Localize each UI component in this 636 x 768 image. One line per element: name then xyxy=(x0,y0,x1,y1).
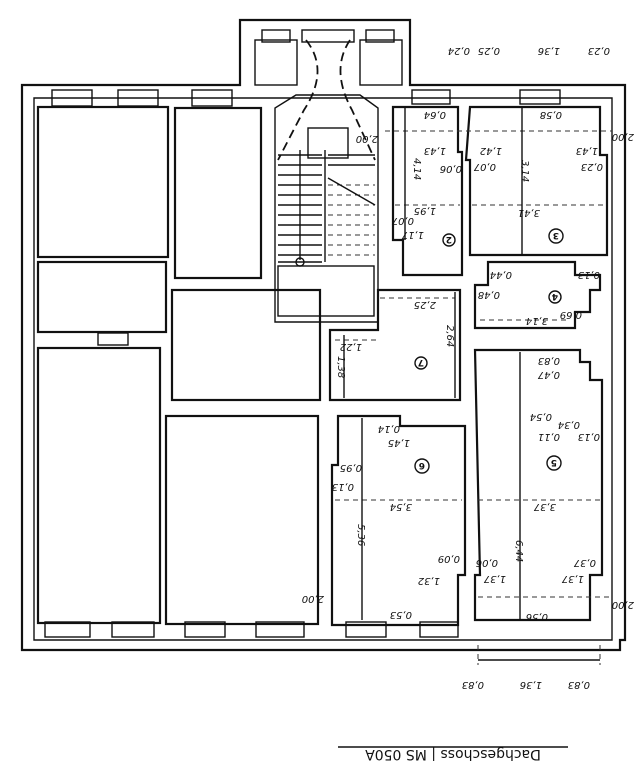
dim-label: 2,00 xyxy=(612,599,634,610)
room-5-outline xyxy=(473,348,604,622)
room-3-dims: 0,58 1,42 0,07 3,14 1,43 0,23 3,41 3 xyxy=(473,109,603,244)
dim-label: 0,44 xyxy=(490,269,512,280)
caption-block: Dachgeschoss | MS 050A xyxy=(338,746,568,762)
dim-label: 0,13 xyxy=(332,481,354,492)
dim-label: 6,44 xyxy=(513,540,524,562)
room-7-dims: 2,25 2,64 1,22 1,38 7 xyxy=(335,299,455,378)
dim-label: 0,56 xyxy=(526,611,548,622)
dim-label: 2,00 xyxy=(612,131,634,142)
dim-label: 0,95 xyxy=(340,462,362,473)
room-number: 3 xyxy=(553,230,559,240)
plan-caption: Dachgeschoss | MS 050A xyxy=(365,746,541,762)
dim-label: 3,14 xyxy=(526,315,548,326)
dim-label: 0,83 xyxy=(462,679,484,690)
dim-label: 3,41 xyxy=(518,207,540,218)
dim-label: 1,42 xyxy=(480,145,502,156)
room-2-outline xyxy=(391,105,464,277)
dim-label: 1,22 xyxy=(340,341,362,352)
measure-lines xyxy=(335,108,612,620)
dim-label: 0,07 xyxy=(473,161,496,172)
dim-label: 0,83 xyxy=(568,679,590,690)
dim-label: 0,37 xyxy=(573,557,596,568)
dim-label: 0,06 xyxy=(440,163,462,174)
rooms-left xyxy=(36,105,322,626)
dim-label: 1,37 xyxy=(561,573,584,584)
dim-label: 2,00 xyxy=(356,133,378,144)
windows-bottom xyxy=(44,621,459,638)
room-number: 5 xyxy=(551,457,557,467)
room-number: 4 xyxy=(552,291,558,301)
dim-label: 0,23 xyxy=(581,161,603,172)
dim-label: 0,54 xyxy=(530,411,552,422)
dim-label: 0,13 xyxy=(578,269,600,280)
dim-label: 1,95 xyxy=(414,205,436,216)
dim-label: 2,25 xyxy=(414,299,436,310)
dim-label: 1,17 xyxy=(401,229,424,240)
room-number: 2 xyxy=(446,234,452,244)
room-6-dims: 0,14 1,45 0,95 0,13 3,54 5,36 0,09 1,32 … xyxy=(332,423,460,620)
dim-label: 0,64 xyxy=(424,109,446,120)
dim-label: 0,47 xyxy=(537,369,560,380)
dim-label: 1,43 xyxy=(424,145,446,156)
dim-label: 0,53 xyxy=(390,609,412,620)
room-5-dims: 0,83 0,47 0,54 0,11 0,34 0,13 3,37 6,44 … xyxy=(476,355,600,622)
dim-label: 3,37 xyxy=(533,501,556,512)
room-6-outline xyxy=(330,414,467,627)
dim-label: 4,14 xyxy=(411,158,422,180)
dim-label: 0,06 xyxy=(476,557,498,568)
room-4-outline xyxy=(473,260,602,330)
dim-label: 1,36 xyxy=(520,679,542,690)
dim-label: 1,45 xyxy=(388,437,410,448)
dim-label: 0,11 xyxy=(538,431,560,442)
dim-label: 1,36 xyxy=(538,45,560,56)
room-number: 6 xyxy=(419,460,425,470)
stair-treads xyxy=(277,150,376,317)
dim-label: 5,36 xyxy=(355,524,366,546)
dim-label: 2,00 xyxy=(302,593,324,604)
dim-label: 0,83 xyxy=(538,355,560,366)
room-number: 7 xyxy=(418,357,424,367)
wall-dimensions: 2,00 2,00 2,00 2,00 xyxy=(302,131,634,610)
outer-walls xyxy=(20,18,627,652)
dim-label: 0,24 xyxy=(448,45,470,56)
dim-label: 0,48 xyxy=(478,289,500,300)
dim-label: 0,13 xyxy=(578,431,600,442)
dim-label: 3,54 xyxy=(390,501,412,512)
dim-label: 0,09 xyxy=(438,553,460,564)
room-2-dims: 0,64 1,43 0,06 4,14 1,95 0,07 1,17 2 xyxy=(391,109,462,247)
top-dimensions: 0,24 0,25 1,36 0,23 xyxy=(448,45,610,56)
windows-top xyxy=(51,29,561,107)
dim-label: 0,25 xyxy=(478,45,500,56)
dim-label: 3,14 xyxy=(519,160,530,182)
bottom-dimensions: 0,83 1,36 0,83 xyxy=(462,645,601,690)
dim-label: 1,43 xyxy=(576,145,598,156)
dim-label: 0,07 xyxy=(391,215,414,226)
dim-label: 0,23 xyxy=(588,45,610,56)
dim-label: 0,69 xyxy=(560,309,582,320)
dim-label: 0,14 xyxy=(378,423,400,434)
dim-label: 1,32 xyxy=(418,575,440,586)
room-3-outline xyxy=(464,105,609,257)
staircase xyxy=(274,39,379,323)
room-7-outline xyxy=(328,288,462,402)
room-4-dims: 0,44 0,48 3,14 0,13 0,69 4 xyxy=(478,269,600,326)
dim-label: 1,38 xyxy=(335,356,346,378)
dim-label: 2,64 xyxy=(444,325,455,347)
dim-label: 1,37 xyxy=(483,573,506,584)
dim-label: 0,34 xyxy=(558,419,580,430)
dim-label: 0,58 xyxy=(540,109,562,120)
